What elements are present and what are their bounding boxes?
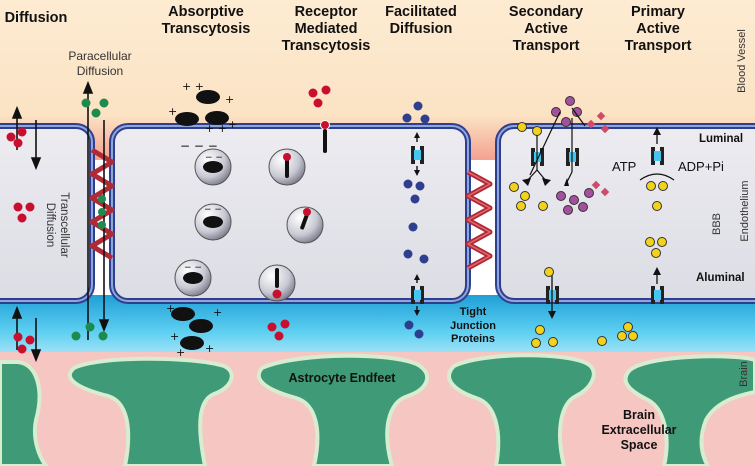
label-brain-extracellular-space: Brain Extracellular Space [594, 408, 684, 453]
svg-text:+: + [205, 342, 214, 355]
heading-receptor-line3: Transcytosis [281, 38, 371, 54]
svg-text:+: + [176, 346, 185, 359]
heading-absorptive-line2: Transcytosis [161, 21, 251, 37]
astrocyte-endfeet [0, 353, 755, 466]
label-transcellular-line1: Transcellular [58, 192, 70, 258]
label-astrocyte-endfeet: Astrocyte Endfeet [288, 371, 396, 385]
svg-text:+ +: + + [182, 80, 204, 93]
heading-primary-line1: Primary [630, 4, 685, 20]
heading-absorptive-transcytosis: Absorptive Transcytosis [148, 4, 264, 38]
label-tight-junction-proteins: Tight Junction Proteins [436, 306, 510, 347]
label-brain-ecs-line1: Brain [623, 408, 655, 422]
heading-facilitated-line1: Facilitated [385, 4, 457, 20]
label-transcellular-diffusion: Transcellular Diffusion [41, 175, 71, 275]
heading-primary-active-transport: Primary Active Transport [612, 4, 704, 55]
diffusion-arrows [11, 80, 110, 363]
heading-absorptive-line1: Absorptive [168, 4, 244, 20]
label-adp-pi: ADP+Pi [678, 159, 724, 174]
heading-secondary-active-transport: Secondary Active Transport [494, 4, 598, 55]
primary-active-transport [617, 127, 675, 341]
label-tight-line1: Tight [459, 306, 487, 318]
absorptive-transcytosis: + + + + + + + − − − − − − − − − + + + + … [166, 80, 237, 359]
label-transcellular-line2: Diffusion [44, 202, 56, 248]
region-label-brain: Brain [738, 361, 750, 387]
label-tight-line2: Junction [450, 319, 496, 332]
heading-secondary-line1: Secondary [508, 4, 584, 20]
svg-text:− −: − − [204, 205, 222, 215]
svg-text:− −: − − [205, 153, 223, 163]
label-brain-ecs-line3: Space [620, 438, 658, 452]
heading-facilitated-diffusion: Facilitated Diffusion [374, 4, 468, 38]
tight-junction-proteins [89, 147, 493, 271]
heading-receptor-mediated-transcytosis: Receptor Mediated Transcytosis [272, 4, 380, 55]
heading-secondary-line3: Transport [512, 38, 580, 54]
endothelial-cells [0, 123, 755, 304]
svg-text:+: + [225, 93, 234, 106]
svg-text:+: + [228, 118, 237, 131]
heading-receptor-line1: Receptor [294, 4, 358, 20]
secondary-active-transport [509, 96, 610, 348]
svg-text:+ +: + + [205, 122, 227, 135]
label-tight-line3: Proteins [450, 333, 495, 345]
svg-text:+: + [166, 302, 175, 315]
receptor-mediated-transcytosis [258, 85, 331, 341]
region-label-bbb: BBB [711, 213, 723, 236]
label-atp: ATP [612, 159, 637, 174]
heading-primary-line3: Transport [624, 38, 692, 54]
heading-secondary-line2: Active [524, 21, 568, 37]
label-paracellular-line2: Diffusion [76, 64, 124, 78]
svg-text:+: + [170, 330, 179, 343]
label-paracellular-diffusion: Paracellular Diffusion [52, 49, 148, 79]
svg-text:+: + [213, 306, 222, 319]
facilitated-diffusion [402, 101, 430, 339]
svg-text:− −: − − [184, 263, 202, 273]
heading-diffusion: Diffusion [4, 10, 68, 26]
label-paracellular-line1: Paracellular [68, 49, 132, 63]
diffusion-molecules [6, 98, 109, 354]
label-brain-ecs-line2: Extracellular [601, 423, 677, 437]
heading-primary-line2: Active [636, 21, 680, 37]
heading-receptor-line2: Mediated [294, 21, 358, 37]
label-aluminal: Aluminal [696, 272, 745, 284]
svg-text:+: + [168, 105, 177, 118]
region-label-blood-vessel: Blood Vessel [736, 29, 748, 93]
heading-facilitated-line2: Diffusion [389, 21, 453, 37]
label-luminal: Luminal [699, 133, 744, 145]
region-label-endothelium: Endothelium [739, 180, 751, 242]
